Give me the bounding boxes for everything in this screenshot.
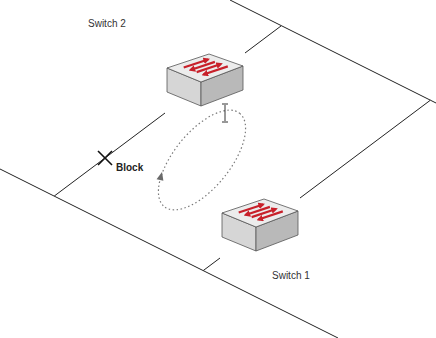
switch-drawing [165,52,245,114]
switch-icon: Switch 1 [220,197,300,259]
segment-line [0,169,54,196]
segment-link [54,113,220,271]
loop-arrowhead [157,172,164,181]
switch-label: Switch 1 [272,270,310,282]
segment-line [203,271,338,338]
loop-ellipse [142,96,261,224]
segment-line [230,0,281,26]
segment-link [245,26,430,198]
block-label: Block [116,162,143,174]
text-cursor [222,104,228,122]
switch-drawing [220,197,300,259]
switch-icon: Switch 2 [165,52,245,114]
switch-label: Switch 2 [88,18,126,30]
segment-line [430,100,436,103]
